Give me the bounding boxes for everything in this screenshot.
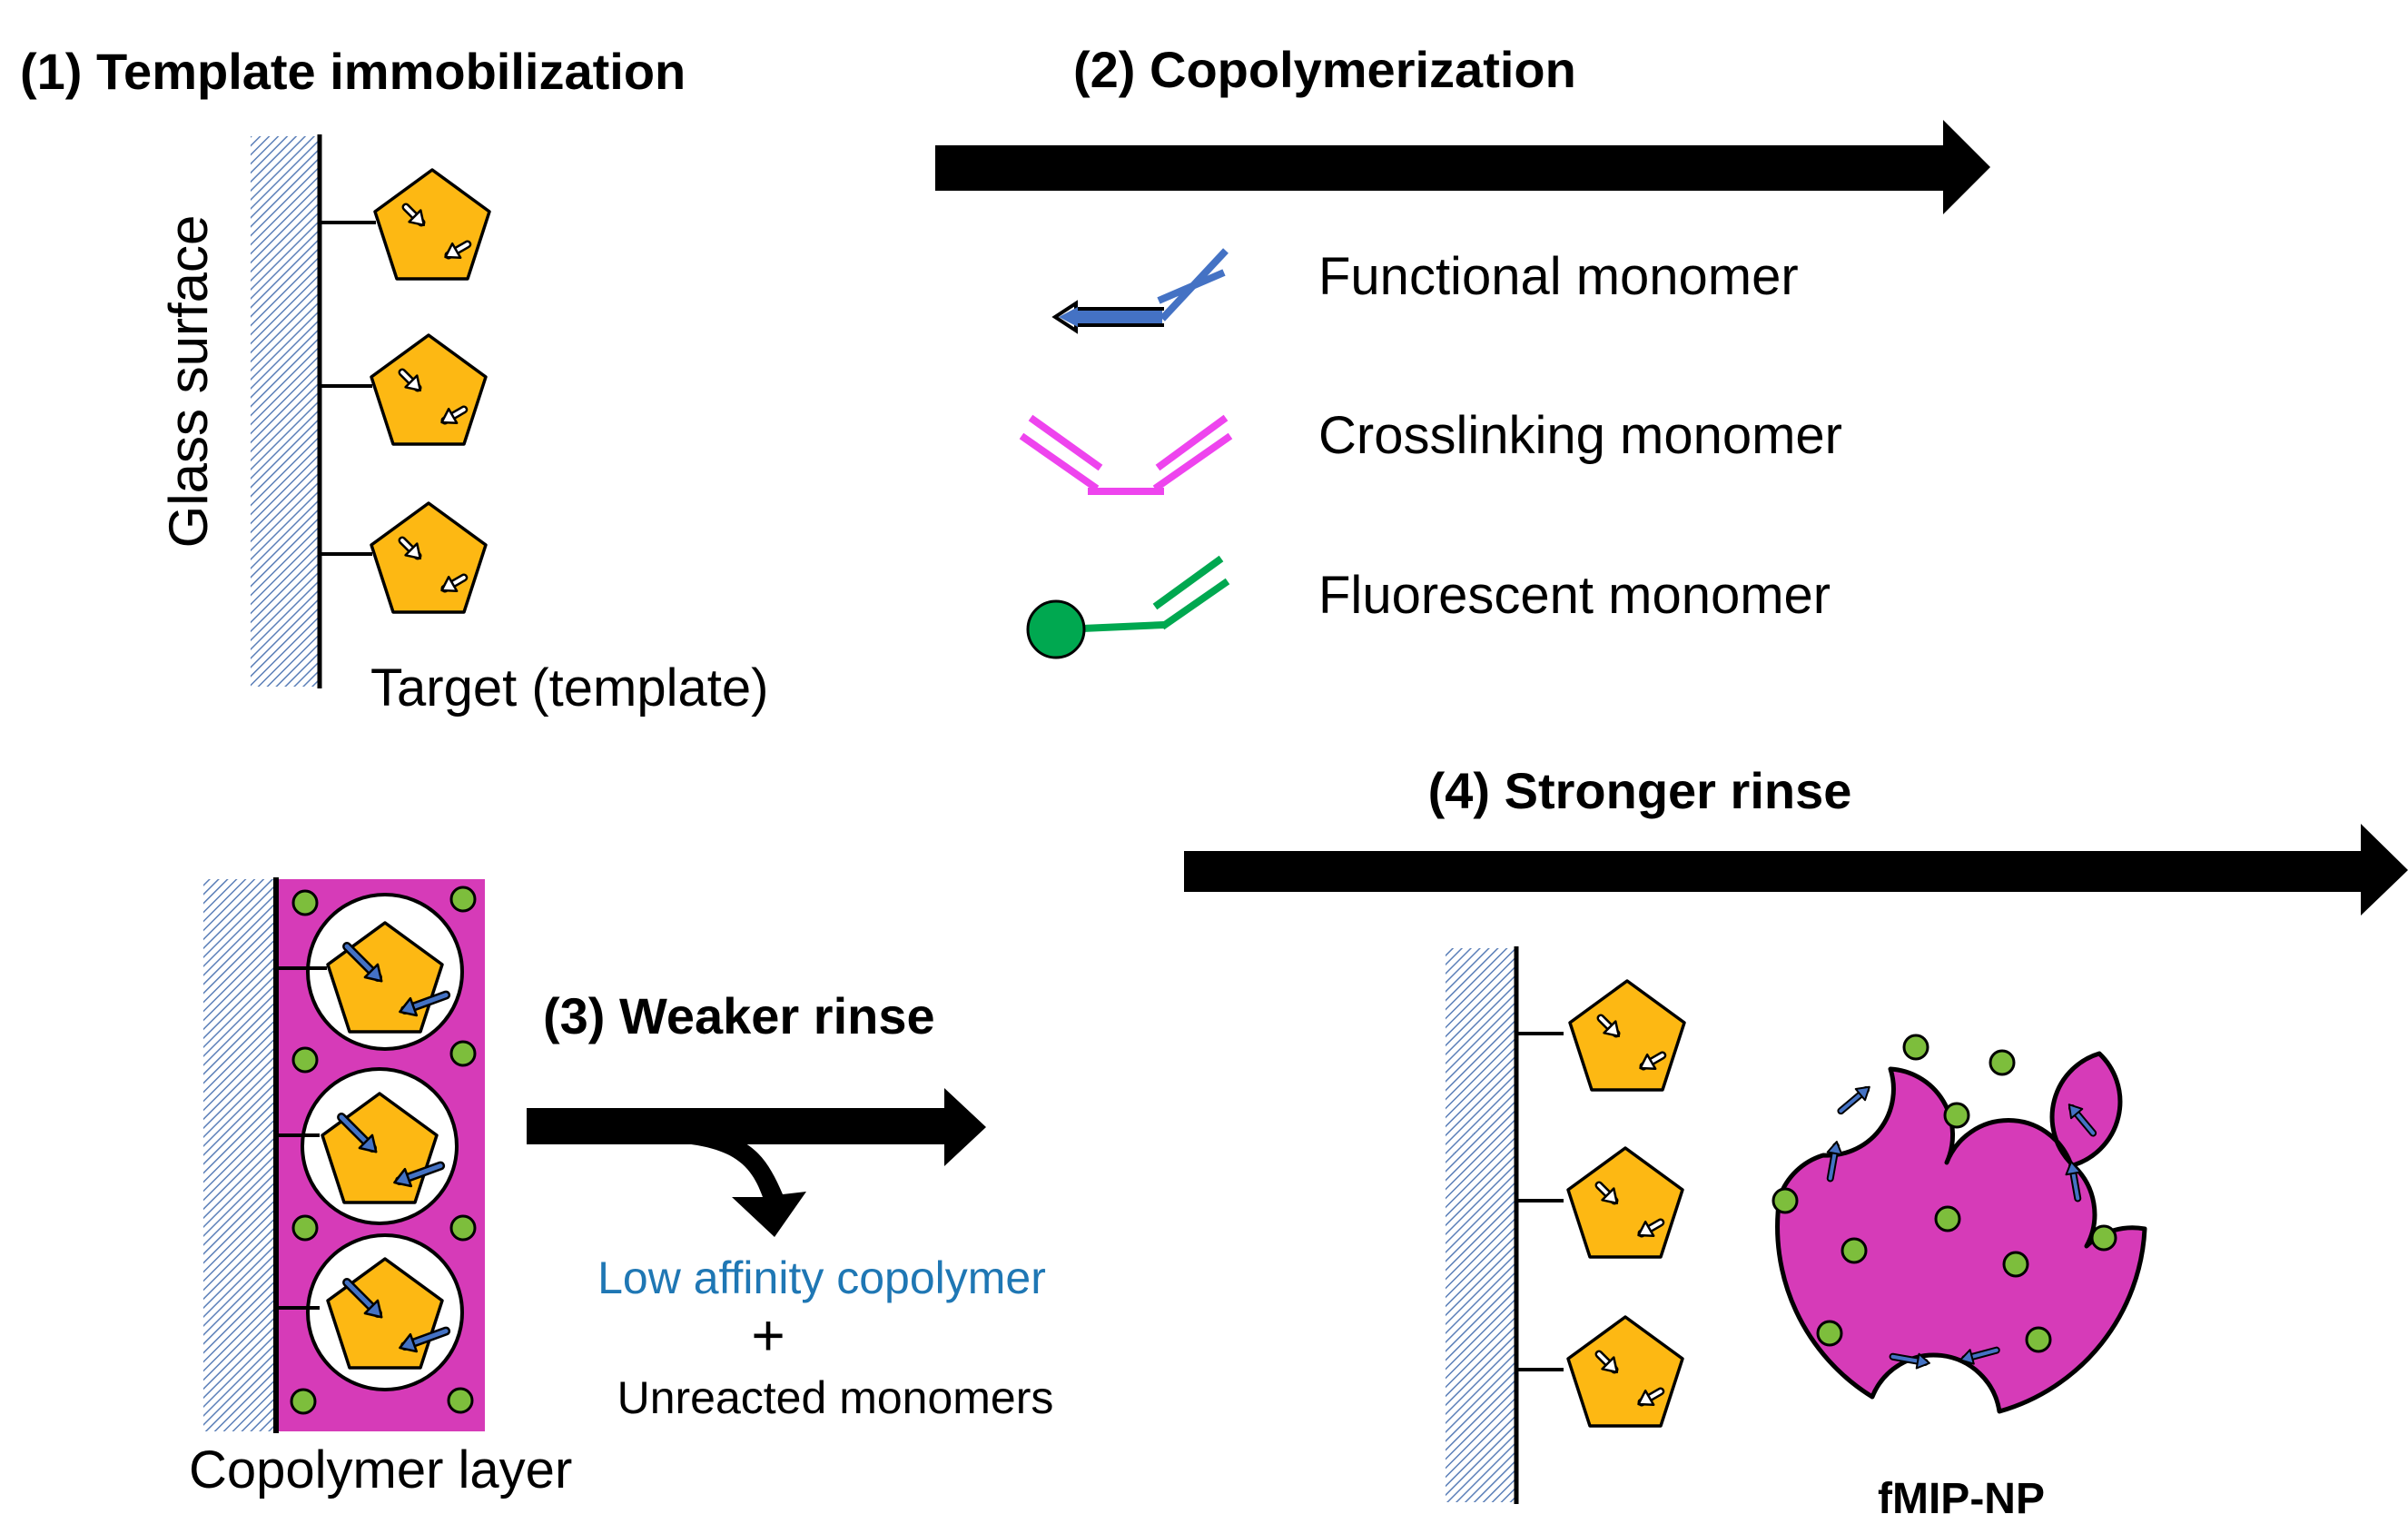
right-arrow-icon (935, 120, 1990, 214)
pentagon-icon (1568, 1148, 1683, 1257)
pentagon-icon (375, 170, 489, 279)
fmip-np-label: fMIP-NP (1878, 1475, 2045, 1523)
copolymer-layer-label: Copolymer layer (189, 1440, 572, 1499)
fmip-np-particle (1771, 1034, 2147, 1414)
target-template-label: Target (template) (370, 658, 768, 718)
step2-title: (2) Copolymerization (1073, 41, 1576, 98)
glass-surface-2 (1446, 946, 1684, 1504)
circle-icon (290, 886, 477, 1415)
plus-sign: + (751, 1302, 785, 1368)
weaker-rinse-arrow (527, 1088, 986, 1237)
pentagon-icon (371, 503, 486, 612)
fluorescent-monomer-icon (1026, 555, 1230, 659)
step1-title: (1) Template immobilization (20, 43, 686, 100)
functional-monomer-label: Functional monomer (1318, 247, 1799, 306)
glass-surface-1 (251, 134, 322, 688)
step4-title: (4) Stronger rinse (1428, 762, 1852, 819)
copolymer-layer (203, 877, 485, 1433)
crosslinking-monomer-label: Crosslinking monomer (1318, 406, 1842, 465)
pentagon-icon (1568, 1317, 1683, 1426)
low-affinity-label: Low affinity copolymer (597, 1252, 1046, 1303)
glass-surface-label: Glass surface (158, 215, 219, 549)
circle-icon (1771, 1034, 2117, 1353)
templates-1 (320, 170, 489, 612)
unreacted-monomers-label: Unreacted monomers (617, 1372, 1054, 1423)
pentagon-icon (371, 335, 486, 444)
pentagon-icon (1570, 981, 1684, 1090)
step3-title: (3) Weaker rinse (543, 987, 935, 1044)
functional-monomer-icon (1051, 248, 1229, 334)
crosslinking-monomer-icon (1019, 414, 1233, 495)
right-arrow-icon (1184, 824, 2408, 915)
fluorescent-monomer-label: Fluorescent monomer (1318, 566, 1831, 625)
